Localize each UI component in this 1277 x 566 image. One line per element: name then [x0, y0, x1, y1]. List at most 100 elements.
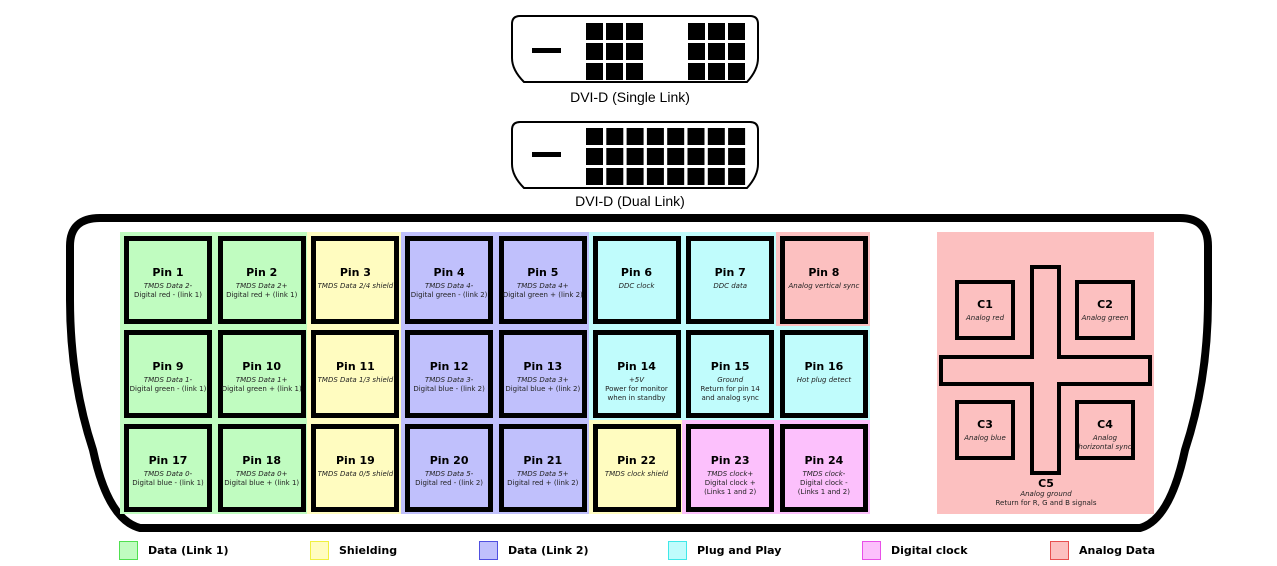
pin-desc: Analog blue: [964, 434, 1006, 442]
pin-2: Pin 2 TMDS Data 2+Digital red + (link 1): [217, 236, 306, 324]
pin-block-icon: [646, 148, 664, 165]
pin-name: Pin 9: [152, 360, 184, 373]
pin-block-icon: [708, 63, 725, 80]
pin-desc: TMDS Data 0-: [143, 470, 193, 478]
pin-desc: (Links 1 and 2): [704, 488, 757, 496]
pin-c1: C1 Analog red: [955, 280, 1015, 340]
pin-block-icon: [707, 168, 725, 185]
pin-name: Pin 2: [246, 266, 278, 279]
pin-desc: TMDS Data 1/3 shield: [317, 376, 394, 384]
pin-c3: C3 Analog blue: [955, 400, 1015, 460]
pin-desc: TMDS Data 2+: [235, 282, 288, 290]
pin-desc: TMDS clock-: [802, 470, 846, 478]
pin-desc: +5V: [628, 376, 645, 384]
pin-desc: Digital red + (link 2): [507, 479, 579, 487]
pin-block-icon: [606, 23, 623, 40]
legend-label: Shielding: [339, 544, 398, 557]
pin-name: C3: [977, 418, 993, 431]
pin-desc: Digital green - (link 1): [129, 385, 207, 393]
pin-name: Pin 3: [339, 266, 371, 279]
pin-block-icon: [708, 23, 725, 40]
legend-label: Analog Data: [1079, 544, 1156, 557]
pin-block-icon: [667, 168, 685, 185]
pin-c2: C2 Analog green: [1075, 280, 1135, 340]
pin-name: Pin 14: [617, 360, 656, 373]
pin-desc: Analog red: [965, 314, 1005, 322]
pin-desc: TMDS Data 5+: [516, 470, 569, 478]
pin-block-icon: [626, 23, 643, 40]
pin-block-icon: [606, 43, 623, 60]
pin-desc: TMDS Data 2/4 shield: [317, 282, 394, 290]
legend-label: Data (Link 2): [508, 544, 589, 557]
pin-block-icon: [626, 128, 644, 145]
pin-block-icon: [687, 128, 705, 145]
pin-desc: Power for monitor: [605, 385, 668, 393]
pin-block-icon: [687, 168, 705, 185]
pin-desc: TMDS Data 3+: [516, 376, 569, 384]
pin-block-icon: [606, 148, 624, 165]
legend-swatch: [119, 541, 138, 560]
pin-block-icon: [688, 43, 705, 60]
pin-block-icon: [586, 168, 603, 185]
pin-block-icon: [586, 63, 603, 80]
pin-block-icon: [728, 128, 746, 145]
pin-desc: Digital red + (link 1): [226, 291, 298, 299]
pin-block-icon: [707, 148, 725, 165]
pin-desc: Analog green: [1081, 314, 1129, 322]
pin-desc: Digital green + (link 2): [502, 291, 583, 299]
pin-block-icon: [728, 148, 746, 165]
pin-cell: Pin 7 DDC data: [682, 232, 777, 326]
legend-swatch: [668, 541, 687, 560]
pin-name: Pin 12: [429, 360, 469, 373]
pin-desc: Digital green + (link 1): [221, 385, 302, 393]
pin-block-icon: [688, 23, 705, 40]
pin-c5-label: C5 Analog ground Return for R, G and B s…: [946, 477, 1146, 508]
pin-desc: (Links 1 and 2): [797, 488, 850, 496]
pin-desc: DDC data: [713, 282, 748, 290]
pin-block-icon: [707, 128, 725, 145]
dual-link-label: DVI-D (Dual Link): [575, 193, 685, 209]
pin-desc: when in standby: [607, 394, 666, 402]
pin-name: Pin 16: [804, 360, 844, 373]
legend-swatch: [862, 541, 881, 560]
pin-desc: Digital red - (link 2): [415, 479, 484, 487]
pin-desc: TMDS clock+: [707, 470, 754, 478]
pin-block-icon: [708, 43, 725, 60]
pin-name: Pin 17: [148, 454, 188, 467]
pin-block-icon: [586, 128, 603, 145]
pin-name: C1: [977, 298, 993, 311]
pin-name: Pin 7: [714, 266, 746, 279]
legend-item: Data (Link 2): [479, 541, 589, 560]
pin-name: Pin 11: [335, 360, 375, 373]
dvi-d-single-link-icon: [511, 15, 759, 83]
pin-desc: Analog: [1092, 434, 1118, 442]
pin-desc: and analog sync: [701, 394, 759, 402]
pin-desc: Return for pin 14: [700, 385, 760, 393]
pin-name: C4: [1097, 418, 1113, 431]
pin-desc: Ground: [717, 376, 744, 384]
